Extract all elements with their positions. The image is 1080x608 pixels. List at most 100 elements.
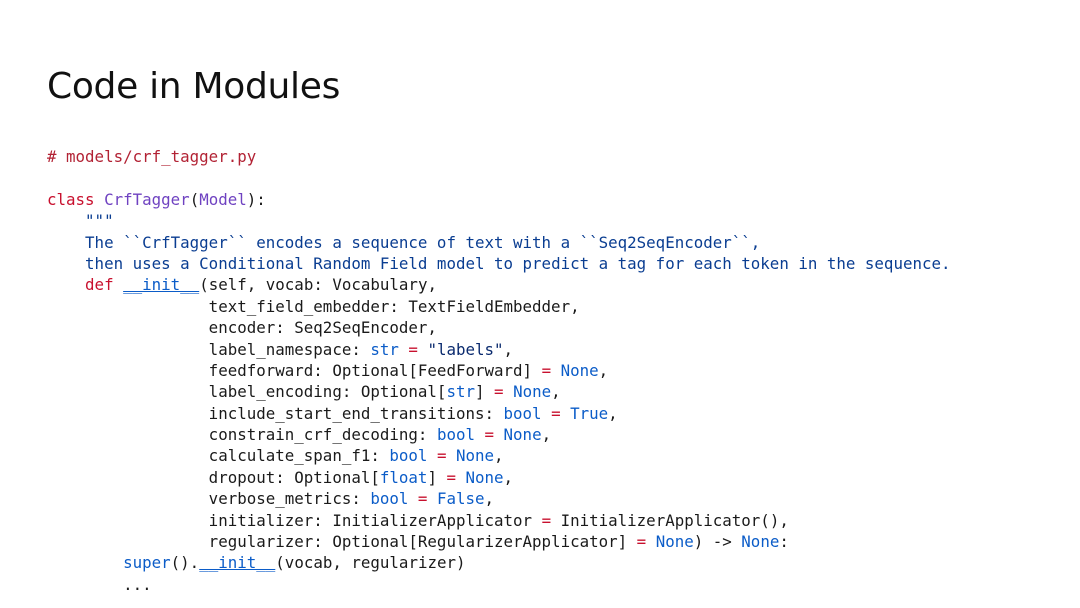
code-token: __init__ [123,275,200,295]
code-token: = [408,339,418,359]
code-token: = [484,425,495,445]
code-token: = [436,446,447,466]
code-token [427,446,437,465]
code-token: ) -> [693,532,742,552]
code-token: encoder: Seq2SeqEncoder, [47,318,437,338]
code-token: ): [246,189,266,209]
code-token: None [513,382,552,402]
code-token: verbose_metrics: [47,489,371,509]
code-token: calculate_span_f1: [47,446,390,466]
code-token: bool [503,403,542,423]
code-token [646,532,656,551]
code-line: """ [47,210,951,231]
code-token: = [541,360,552,380]
code-line: ... [47,574,951,595]
code-line: verbose_metrics: bool = False, [47,488,951,509]
code-token: Model [199,189,247,209]
code-line: include_start_end_transitions: bool = Tr… [47,403,951,424]
code-token: """ [85,211,114,231]
code-token [542,404,552,423]
code-token [446,446,456,465]
code-token: , [598,360,609,380]
code-token: regularizer: Optional[RegularizerApplica… [47,532,637,552]
code-token [47,553,123,572]
code-token [475,425,485,444]
code-token: False [436,489,485,509]
code-token [456,468,466,487]
code-line: The ``CrfTagger`` encodes a sequence of … [47,232,951,253]
code-line: constrain_crf_decoding: bool = None, [47,424,951,445]
code-token: def [85,275,114,295]
code-token: ] [475,382,495,402]
code-token: = [636,532,647,552]
code-token: bool [370,489,409,509]
code-line: then uses a Conditional Random Field mod… [47,253,951,274]
code-token: = [446,467,456,487]
code-token: None [455,446,495,466]
code-line: encoder: Seq2SeqEncoder, [47,317,951,338]
code-token [561,404,571,423]
code-token: then uses a Conditional Random Field mod… [85,253,951,273]
code-token: InitializerApplicator(), [551,510,789,530]
code-line: text_field_embedder: TextFieldEmbedder, [47,296,951,317]
code-token: bool [389,446,428,466]
code-token: None [503,425,542,445]
code-token: bool [436,425,475,445]
code-token [47,211,85,230]
code-token: None [560,360,599,380]
code-token: str [370,339,399,359]
code-token: = [541,510,552,530]
code-line: calculate_span_f1: bool = None, [47,445,951,466]
code-token: text_field_embedder: TextFieldEmbedder, [47,296,580,316]
code-line: dropout: Optional[float] = None, [47,467,951,488]
code-token: None [655,532,694,552]
code-token [494,425,504,444]
code-token: , [608,403,618,423]
code-token: , [484,489,495,509]
code-token: CrfTagger [104,189,190,209]
code-token: class [47,189,95,209]
code-token: ( [189,189,200,209]
code-token: (self, vocab: Vocabulary, [199,275,437,295]
code-token: include_start_end_transitions: [47,403,504,423]
code-token: constrain_crf_decoding: [47,425,437,445]
code-token [47,233,85,252]
code-token: str [446,382,475,402]
code-token: = [494,382,504,402]
code-token: , [494,446,504,466]
code-token: __init__ [199,553,276,573]
code-token: # models/crf_tagger.py [47,147,257,166]
code-token [47,254,85,273]
code-token: = [417,489,428,509]
code-token [551,361,561,380]
code-line: feedforward: Optional[FeedForward] = Non… [47,360,951,381]
code-token: ... [47,574,152,594]
code-token: , [503,339,514,359]
code-token: ] [427,467,447,487]
code-token: True [570,403,609,423]
code-token: , [551,382,561,402]
code-token: None [741,532,780,552]
code-token [95,190,105,209]
code-block: # models/crf_tagger.py class CrfTagger(M… [47,146,951,595]
code-token [399,340,409,359]
code-token [47,275,85,294]
code-line: label_namespace: str = "labels", [47,339,951,360]
code-line: super().__init__(vocab, regularizer) [47,552,951,573]
code-token: super [123,553,171,573]
code-token [427,489,437,508]
code-token: initializer: InitializerApplicator [47,510,542,530]
code-line: class CrfTagger(Model): [47,189,951,210]
slide-title: Code in Modules [47,66,341,107]
code-token: dropout: Optional[ [47,467,380,487]
code-token: , [503,467,514,487]
code-token: = [551,403,561,423]
code-token: feedforward: Optional[FeedForward] [47,360,542,380]
code-line: regularizer: Optional[RegularizerApplica… [47,531,951,552]
code-token [114,275,124,294]
code-token: label_namespace: [47,339,371,359]
code-line: def __init__(self, vocab: Vocabulary, [47,274,951,295]
code-token: (). [170,553,200,573]
code-token: The ``CrfTagger`` encodes a sequence of … [85,232,761,252]
code-token: , [541,425,552,445]
